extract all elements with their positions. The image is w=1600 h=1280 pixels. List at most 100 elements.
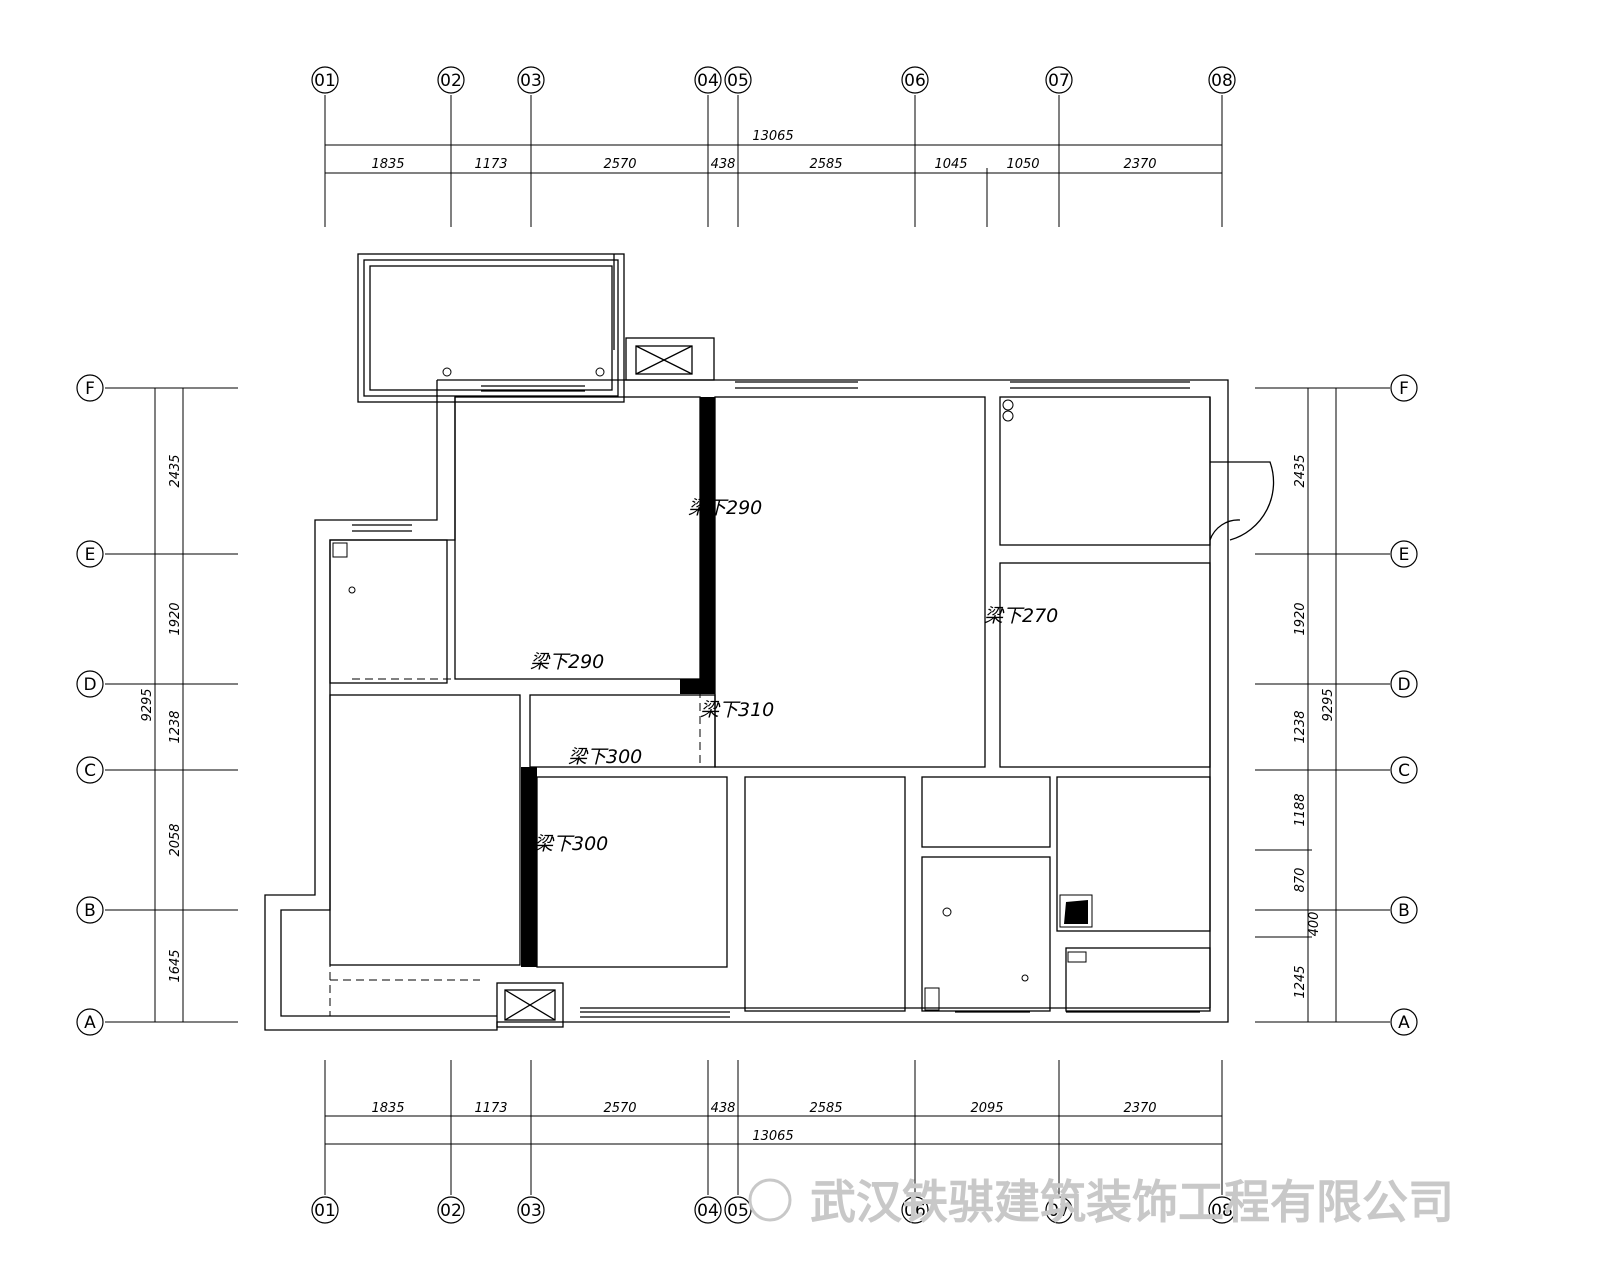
bottom-dim-7: 2370	[1123, 1101, 1156, 1116]
axis-bubble-E-left	[76, 540, 104, 568]
right-dim-2: 1920	[1293, 602, 1308, 635]
axis-bubble-C-right	[1390, 756, 1418, 784]
left-dim-3: 1238	[168, 710, 183, 743]
top-dim-4: 438	[711, 157, 736, 172]
appliance-fill-icon	[1064, 900, 1088, 924]
axis-label-07-bottom: 07	[1048, 1201, 1070, 1221]
bottom-dim-5: 2585	[809, 1101, 842, 1116]
watermark-text: 武汉铁骐建筑装饰工程有限公司	[810, 1175, 1454, 1229]
bottom-dim-6: 2095	[970, 1101, 1003, 1116]
bottom-dim-2: 1173	[474, 1101, 507, 1116]
top-dim-5: 2585	[809, 157, 842, 172]
axis-label-F-left: F	[85, 379, 95, 399]
axis-label-03-bottom: 03	[520, 1201, 542, 1221]
right-dim-1: 2435	[1293, 454, 1308, 487]
right-total-dimension: 9295	[1321, 688, 1336, 721]
beam-label-5: 梁下300	[568, 746, 642, 768]
watermark: 武汉铁骐建筑装饰工程有限公司	[748, 1175, 1454, 1229]
bottom-dim-1: 1835	[371, 1101, 404, 1116]
fixtures	[332, 367, 1093, 1011]
axis-bubble-A-right	[1390, 1008, 1418, 1036]
axis-label-C-left: C	[84, 761, 96, 781]
left-axis-group	[105, 387, 238, 1023]
top-dim-7: 1050	[1006, 157, 1039, 172]
bottom-axis-bubbles	[311, 1196, 1236, 1224]
drain-icon	[442, 367, 452, 377]
axis-bubble-05-top	[724, 66, 752, 94]
axis-label-05-bottom: 05	[727, 1201, 749, 1221]
axis-bubble-02-top	[437, 66, 465, 94]
axis-label-06-bottom: 06	[904, 1201, 926, 1221]
axis-bubble-D-right	[1390, 670, 1418, 698]
axis-label-D-right: D	[1397, 675, 1410, 695]
axis-label-08-top: 08	[1211, 71, 1233, 91]
left-dim-1: 2435	[168, 454, 183, 487]
wechat-logo-icon	[748, 1178, 792, 1222]
left-dim-5: 1645	[168, 949, 183, 982]
axis-label-02-bottom: 02	[440, 1201, 462, 1221]
drain-icon	[1021, 974, 1029, 982]
drain-icon	[942, 907, 952, 917]
axis-bubble-D-left	[76, 670, 104, 698]
axis-label-04-bottom: 04	[697, 1201, 719, 1221]
beam-label-1: 梁下290	[688, 497, 762, 519]
beam-label-4: 梁下310	[700, 699, 774, 721]
top-total-dimension: 13065	[752, 129, 793, 144]
axis-bubble-06-bottom	[901, 1196, 929, 1224]
axis-label-08-bottom: 08	[1211, 1201, 1233, 1221]
axis-bubble-04-bottom	[694, 1196, 722, 1224]
appliance-icon	[1059, 894, 1093, 928]
right-dim-5: 870	[1293, 868, 1308, 893]
axis-label-C-right: C	[1398, 761, 1410, 781]
axis-bubble-B-right	[1390, 896, 1418, 924]
axis-bubble-08-bottom	[1208, 1196, 1236, 1224]
axis-bubble-03-top	[517, 66, 545, 94]
top-axis-bubbles	[311, 66, 1236, 94]
bottom-total-dimension: 13065	[752, 1129, 793, 1144]
axis-label-06-top: 06	[904, 71, 926, 91]
right-dim-4: 1188	[1293, 793, 1308, 826]
left-dim-2: 1920	[168, 602, 183, 635]
axis-label-05-top: 05	[727, 71, 749, 91]
axis-bubble-04-top	[694, 66, 722, 94]
axis-bubble-07-top	[1045, 66, 1073, 94]
axis-label-E-left: E	[85, 545, 96, 565]
axis-label-A-right: A	[1398, 1013, 1410, 1033]
axis-bubble-C-left	[76, 756, 104, 784]
axis-label-B-right: B	[1398, 901, 1410, 921]
axis-label-01-top: 01	[314, 71, 336, 91]
axis-bubble-06-top	[901, 66, 929, 94]
axis-label-03-top: 03	[520, 71, 542, 91]
beam-label-2: 梁下290	[530, 651, 604, 673]
axis-bubble-F-right	[1390, 374, 1418, 402]
left-total-dimension: 9295	[140, 688, 155, 721]
axis-bubble-F-left	[76, 374, 104, 402]
axis-label-01-bottom: 01	[314, 1201, 336, 1221]
top-dim-3: 2570	[603, 157, 636, 172]
stove-burner-icon	[1002, 399, 1014, 411]
stove-burner-icon	[1002, 410, 1014, 422]
stove-icon	[332, 542, 348, 558]
top-axis-group	[324, 95, 1223, 227]
axis-bubble-07-bottom	[1045, 1196, 1073, 1224]
axis-label-02-top: 02	[440, 71, 462, 91]
bottom-axis-group	[324, 1060, 1223, 1195]
beam-dashed-lines	[329, 570, 1001, 1016]
right-axis-group	[1255, 387, 1390, 1023]
axis-bubble-01-bottom	[311, 1196, 339, 1224]
drain-icon	[348, 586, 356, 594]
drain-icon	[595, 367, 605, 377]
bottom-dim-3: 2570	[603, 1101, 636, 1116]
top-dim-8: 2370	[1123, 157, 1156, 172]
axis-bubble-01-top	[311, 66, 339, 94]
axis-label-F-right: F	[1399, 379, 1409, 399]
axis-label-E-right: E	[1399, 545, 1410, 565]
top-dim-2: 1173	[474, 157, 507, 172]
left-axis-bubbles	[76, 374, 104, 1036]
top-dim-1: 1835	[371, 157, 404, 172]
axis-bubble-A-left	[76, 1008, 104, 1036]
bottom-dim-4: 438	[711, 1101, 736, 1116]
axis-label-07-top: 07	[1048, 71, 1070, 91]
right-dim-6: 400	[1307, 912, 1322, 937]
